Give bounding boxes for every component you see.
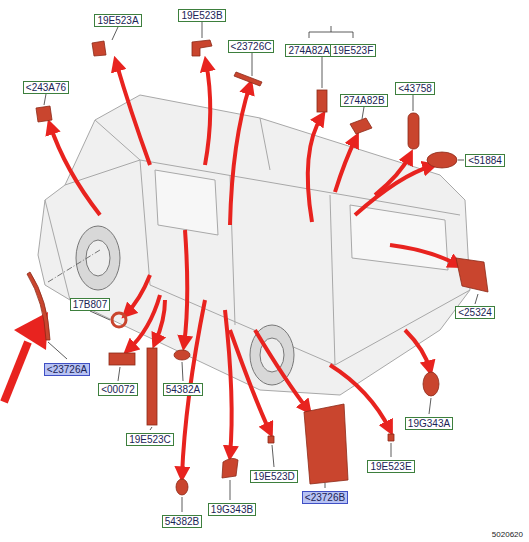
part-number-box: <00072 [98,383,138,396]
part-number: <25324 [458,307,492,318]
part-number-box: <23726B [302,491,348,504]
part-number-box: <23726A [44,363,90,376]
part-number-box: 19G343B [208,503,256,516]
part-number: 19E523E [370,461,411,472]
part-number-box: 274A82A [285,44,332,57]
part-number-box: 19E523F [330,44,377,57]
part-number-box: 54382B [162,515,202,528]
part-number: 54382A [166,384,200,395]
part-number: 274A82A [288,45,329,56]
part-number: 274A82B [343,95,384,106]
part-number-box: 274A82B [340,94,387,107]
part-number: <23726A [47,364,87,375]
part-number-box: 19G343A [405,417,453,430]
part-number-box: <51884 [465,154,505,167]
part-number: 19E523A [97,15,138,26]
part-number-box: <23726C [228,40,275,53]
pointer-arrow [4,312,48,402]
part-number: 19G343B [211,504,253,515]
part-number-box: 19E523C [126,433,174,446]
part-number-box: <25324 [455,306,495,319]
part-number: <243A76 [26,82,66,93]
part-number: 19G343A [408,418,450,429]
drawing-number: 5020620 [492,530,523,539]
part-number: 19E523C [129,434,171,445]
part-number-box: <243A76 [23,81,69,94]
part-number: 54382B [165,516,199,527]
part-number-box: 17B807 [70,298,110,311]
part-number: 19E523B [181,10,222,21]
part-number-box: 54382A [163,383,203,396]
part-number-box: 19E523E [367,460,414,473]
part-number-box: 19E523D [250,470,298,483]
part-number: 19E523F [333,45,374,56]
part [27,40,488,495]
leader-line [48,250,100,282]
part-number: 19E523D [253,471,295,482]
part-number-box: <43758 [395,82,435,95]
part-number: 17B807 [73,299,107,310]
part-number-box: 19E523A [94,14,141,27]
van-body [38,95,470,395]
part-number: <00072 [101,384,135,395]
part-number: <43758 [398,83,432,94]
part-number: <51884 [468,155,502,166]
part-number: <23726C [231,41,272,52]
part-number-box: 19E523B [178,9,225,22]
callout-arrow [50,62,458,476]
part-number: <23726B [305,492,345,503]
leader-line [44,22,478,512]
